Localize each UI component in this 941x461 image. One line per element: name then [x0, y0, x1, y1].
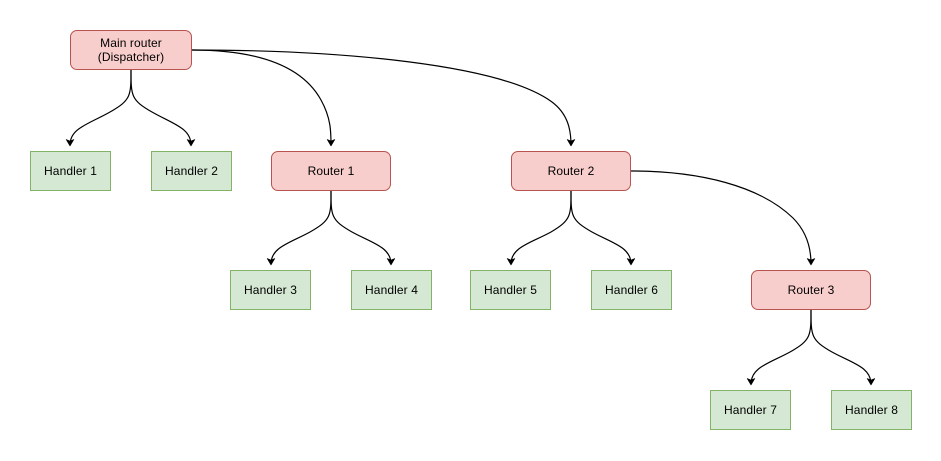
- node-label-handler-1: Handler 1: [44, 164, 97, 178]
- edge-router-2-to-handler-5: [506, 190, 572, 266]
- edge-router-3-to-handler-8: [810, 309, 876, 386]
- node-label-handler-6: Handler 6: [605, 283, 658, 297]
- edge-router-1-to-handler-4: [330, 190, 396, 266]
- edge-main-to-router-1: [191, 49, 336, 147]
- node-label-router-1: Router 1: [307, 164, 355, 178]
- node-label-handler-8: Handler 8: [845, 403, 898, 417]
- node-label-handler-3: Handler 3: [244, 283, 297, 297]
- node-handler-3[interactable]: Handler 3: [230, 270, 311, 310]
- node-router-2[interactable]: Router 2: [511, 151, 631, 191]
- node-handler-8[interactable]: Handler 8: [831, 390, 912, 430]
- node-label-router-3: Router 3: [787, 283, 835, 297]
- edge-router-2-to-router-3: [630, 170, 816, 266]
- node-handler-6[interactable]: Handler 6: [591, 270, 672, 310]
- node-main-router[interactable]: Main router (Dispatcher): [70, 30, 192, 70]
- node-label-main-router: Main router (Dispatcher): [97, 36, 165, 64]
- node-router-1[interactable]: Router 1: [271, 151, 391, 191]
- node-label-router-2: Router 2: [547, 164, 595, 178]
- node-label-handler-7: Handler 7: [724, 403, 777, 417]
- node-handler-4[interactable]: Handler 4: [351, 270, 432, 310]
- node-label-handler-5: Handler 5: [484, 283, 537, 297]
- node-handler-5[interactable]: Handler 5: [470, 270, 551, 310]
- edge-main-to-router-2: [191, 49, 576, 147]
- node-handler-2[interactable]: Handler 2: [151, 151, 232, 191]
- edge-router-3-to-handler-7: [746, 309, 812, 386]
- edge-router-2-to-handler-6: [570, 190, 636, 266]
- node-label-handler-4: Handler 4: [365, 283, 418, 297]
- node-router-3[interactable]: Router 3: [751, 270, 871, 310]
- edge-main-to-handler-2: [130, 69, 196, 147]
- node-handler-7[interactable]: Handler 7: [710, 390, 791, 430]
- node-handler-1[interactable]: Handler 1: [30, 151, 111, 191]
- edge-router-1-to-handler-3: [266, 190, 332, 266]
- edges-group: [65, 49, 876, 386]
- node-label-handler-2: Handler 2: [165, 164, 218, 178]
- edge-main-to-handler-1: [65, 69, 132, 147]
